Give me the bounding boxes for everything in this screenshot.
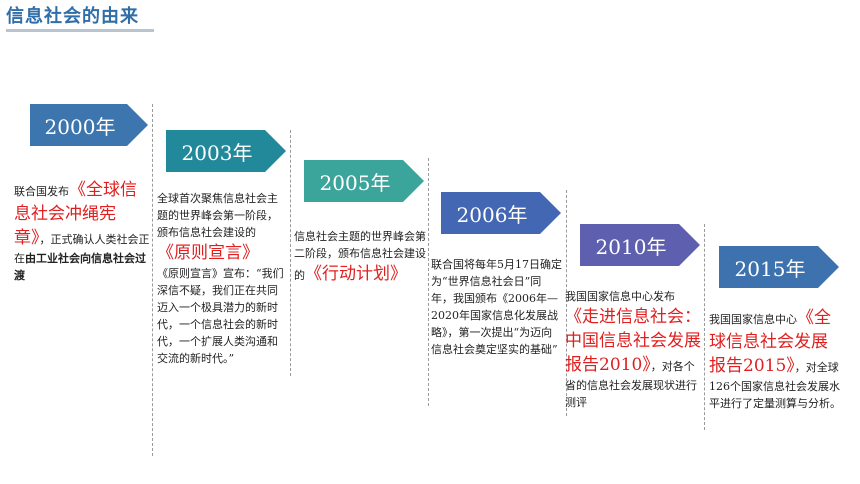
event-2006-text: 联合国将每年5月17日确定为“世界信息社会日”同年，我国颁布《2006年—202…: [431, 258, 562, 356]
event-2003-text: 全球首次聚焦信息社会主题的世界峰会第一阶段，颁布信息社会建设的《原则宣言》《原则…: [157, 192, 284, 365]
document-title: 《全球信息社会冲绳宪章》: [14, 180, 137, 248]
year-arrow-2005: 2005年: [304, 160, 424, 202]
timeline-divider: [290, 130, 291, 376]
year-arrow-2003: 2003年: [166, 130, 286, 172]
document-title: 《原则宣言》: [157, 243, 259, 263]
timeline-divider: [704, 224, 705, 430]
year-label: 2003年: [181, 140, 253, 165]
document-title: 《全球信息社会发展报告2015》: [709, 308, 831, 376]
timeline-divider: [566, 190, 567, 416]
year-label: 2010年: [595, 234, 667, 259]
event-2005-text: 信息社会主题的世界峰会第二阶段，颁布信息社会建设的《行动计划》: [294, 230, 426, 284]
event-2015-text: 我国国家信息中心《全球信息社会发展报告2015》，对全球126个国家信息社会发展…: [709, 308, 841, 410]
event-2010-text: 我国国家信息中心发布《走进信息社会：中国信息社会发展报告2010》，对各个省的信…: [565, 290, 701, 409]
document-title: 《走进信息社会：中国信息社会发展报告2010》: [565, 307, 701, 375]
document-title: 《行动计划》: [305, 264, 407, 284]
event-2000-text: 联合国发布《全球信息社会冲绳宪章》，正式确认人类社会正在由工业社会向信息社会过渡: [14, 180, 150, 282]
year-arrow-2015: 2015年: [719, 246, 839, 288]
year-arrow-2000: 2000年: [30, 104, 148, 146]
year-label: 2006年: [456, 202, 528, 227]
year-label: 2015年: [734, 256, 806, 281]
timeline-divider: [152, 104, 153, 456]
title-underline: [6, 29, 154, 32]
timeline-divider: [428, 158, 429, 406]
page-title: 信息社会的由来: [6, 6, 139, 27]
year-label: 2005年: [319, 170, 391, 195]
year-arrow-2010: 2010年: [580, 224, 700, 266]
year-arrow-2006: 2006年: [441, 192, 561, 234]
year-label: 2000年: [44, 114, 116, 139]
key-phrase: 由工业社会向信息社会过渡: [14, 252, 146, 282]
